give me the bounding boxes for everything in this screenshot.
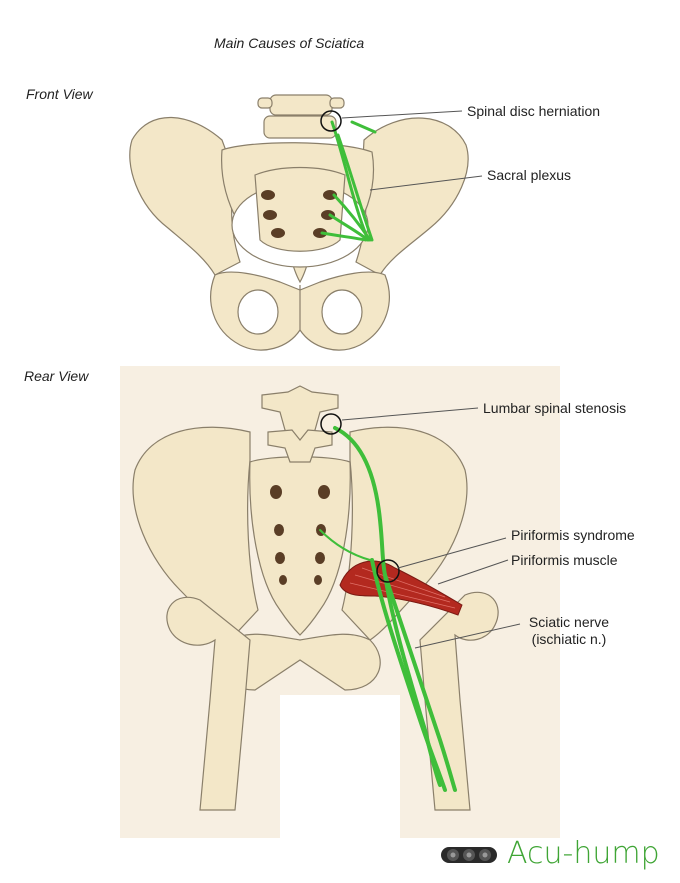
front-left-iliac-wing (129, 116, 241, 276)
label-sciatic-nerve: Sciatic nerve (ischiatic n.) (524, 614, 614, 648)
front-vertebra-process-right (329, 97, 345, 109)
front-sacrum (254, 166, 346, 252)
front-vertebra-l5 (263, 115, 337, 139)
rear-view-label: Rear View (24, 368, 89, 384)
front-right-iliac-wing (355, 117, 469, 276)
brand-logo: Acu-hump (441, 836, 660, 872)
brand-name: Acu-hump (507, 836, 660, 871)
diagram-title: Main Causes of Sciatica (214, 35, 365, 51)
rear-leg-gap (280, 695, 400, 838)
rear-vertebra-l4 (261, 385, 339, 441)
rear-stenosis-circle (320, 413, 342, 435)
rear-sacrum (249, 456, 351, 636)
rear-vertebra-l5 (267, 429, 333, 463)
brand-icon-spacer (441, 854, 499, 855)
rear-piriformis-syndrome-circle (376, 559, 400, 583)
label-lumbar-spinal-stenosis: Lumbar spinal stenosis (483, 400, 627, 416)
massager-device-icon (441, 847, 497, 863)
label-piriformis-syndrome: Piriformis syndrome (511, 527, 635, 543)
front-left-obturator (237, 289, 279, 335)
front-herniation-circle (320, 110, 342, 132)
front-leader-lines (341, 110, 483, 191)
rear-right-femur (419, 591, 499, 811)
front-vertebra-l4 (269, 94, 333, 116)
label-piriformis-muscle: Piriformis muscle (511, 552, 618, 568)
front-vertebra-process-left (257, 97, 273, 109)
front-right-obturator (321, 289, 363, 335)
front-sacral-foramina (261, 190, 337, 238)
label-sciatic-nerve-line1: Sciatic nerve (528, 614, 610, 630)
front-view-label: Front View (26, 86, 93, 102)
rear-left-femur (166, 596, 251, 811)
label-sciatic-nerve-line2: (ischiatic n.) (531, 631, 607, 647)
rear-left-iliac-wing (132, 426, 259, 641)
rear-sciatic-nerve (319, 426, 457, 792)
front-pelvis (129, 94, 469, 351)
label-spinal-disc-herniation: Spinal disc herniation (467, 103, 601, 119)
label-sacral-plexus: Sacral plexus (487, 167, 572, 183)
front-sacral-plexus-nerves (320, 120, 377, 242)
rear-leader-lines (341, 407, 521, 649)
